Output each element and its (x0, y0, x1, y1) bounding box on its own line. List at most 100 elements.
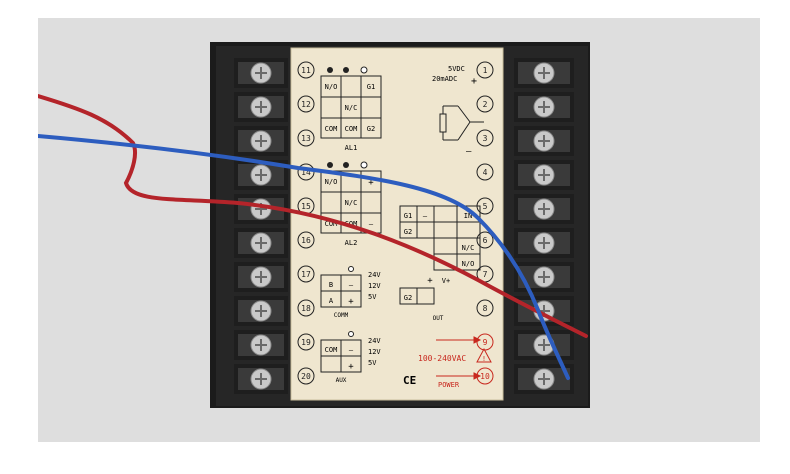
left-terminal-6 (234, 228, 288, 258)
left-terminal-label: 12 (301, 100, 311, 109)
left-terminal-5 (234, 194, 288, 224)
left-terminal-number: 16 (297, 231, 315, 249)
right-terminal-label: 3 (483, 134, 488, 143)
al1-led-dot-2 (343, 67, 349, 73)
warning-exclamation: ! (482, 355, 486, 363)
al2-plus-label: + (368, 178, 374, 188)
out-g1-label: G1 (404, 212, 412, 220)
comm-b-label: B (329, 281, 333, 289)
left-terminal-8 (234, 296, 288, 326)
power-arrow-top (436, 336, 482, 344)
aux-title: AUX (336, 377, 347, 384)
comm-plus-label: + (348, 297, 354, 307)
al2-nc-label: N/C (345, 199, 358, 207)
right-terminal-label: 5 (483, 202, 488, 211)
comm-24v-label: 24V (368, 271, 381, 279)
right-terminal-9 (514, 330, 574, 360)
thermocouple-symbol (439, 105, 484, 141)
out-block (399, 205, 481, 305)
right-terminal-label: 4 (483, 168, 488, 177)
out-minus-label: — (423, 212, 428, 220)
al1-led-dot-1 (327, 67, 333, 73)
right-terminal-6 (514, 228, 574, 258)
left-terminal-number: 19 (297, 333, 315, 351)
left-terminal-strip (234, 58, 288, 394)
right-terminal-label: 1 (483, 66, 488, 75)
out-vplus-label: V+ (442, 277, 450, 285)
left-terminal-label: 14 (301, 168, 311, 177)
comm-a-label: A (329, 297, 334, 305)
al1-led-dot-3 (360, 66, 368, 74)
ce-mark: CE (403, 374, 416, 387)
left-terminal-label: 16 (301, 236, 311, 245)
right-terminal-4 (514, 160, 574, 190)
out-no-label: N/O (462, 260, 475, 268)
right-terminal-label: 7 (483, 270, 488, 279)
al1-com-label-1: COM (325, 125, 338, 133)
aux-12v-label: 12V (368, 348, 381, 356)
blue-wire (38, 134, 570, 380)
left-terminal-1 (234, 58, 288, 88)
left-terminal-10 (234, 364, 288, 394)
aux-block (320, 339, 362, 373)
al1-g2-label: G2 (367, 125, 375, 133)
input-minus-label: — (466, 147, 472, 157)
aux-plus-label: + (348, 362, 354, 372)
right-terminal-number: 2 (476, 95, 494, 113)
aux-5v-label: 5V (368, 359, 377, 367)
right-terminal-label: 8 (483, 304, 488, 313)
out-g2-label-2: G2 (404, 294, 412, 302)
left-terminal-7 (234, 262, 288, 292)
power-voltage-label: 100-240VAC (418, 354, 466, 363)
power-title: POWER (438, 381, 460, 389)
left-terminal-label: 13 (301, 134, 311, 143)
left-terminal-label: 20 (301, 372, 311, 381)
left-terminal-number: 13 (297, 129, 315, 147)
al1-title: AL1 (345, 144, 358, 152)
al2-title: AL2 (345, 239, 358, 247)
al1-no-label: N/O (325, 83, 338, 91)
label-plate (290, 47, 504, 401)
left-terminal-2 (234, 92, 288, 122)
al2-led-dot-2 (343, 162, 349, 168)
left-terminal-9 (234, 330, 288, 360)
al1-com-label-2: COM (345, 125, 358, 133)
right-terminal-2 (514, 92, 574, 122)
left-terminal-number: 17 (297, 265, 315, 283)
right-terminal-7 (514, 262, 574, 292)
left-terminal-number: 20 (297, 367, 315, 385)
al2-minus-label: — (369, 220, 374, 228)
right-terminal-number: 4 (476, 163, 494, 181)
left-terminal-number: 12 (297, 95, 315, 113)
out-g2-label-1: G2 (404, 228, 412, 236)
left-terminal-number: 18 (297, 299, 315, 317)
right-terminal-label: 9 (483, 338, 488, 347)
left-terminal-label: 18 (301, 304, 311, 313)
left-terminal-label: 19 (301, 338, 311, 347)
right-terminal-5 (514, 194, 574, 224)
right-terminal-number: 7 (476, 265, 494, 283)
right-terminal-1 (514, 58, 574, 88)
warning-triangle-icon (476, 347, 492, 363)
al1-nc-label: N/C (345, 104, 358, 112)
comm-block (320, 274, 362, 308)
out-title: OUT (433, 315, 444, 322)
left-terminal-label: 15 (301, 202, 311, 211)
comm-5v-label: 5V (368, 293, 377, 301)
power-arrow-bottom (436, 372, 482, 380)
al2-block (320, 170, 382, 234)
right-terminal-number: 1 (476, 61, 494, 79)
al2-led-dot-1 (327, 162, 333, 168)
al2-no-label: N/O (325, 178, 338, 186)
aux-com-label: COM (325, 346, 338, 354)
right-terminal-label: 6 (483, 236, 488, 245)
left-terminal-number: 11 (297, 61, 315, 79)
aux-dot (348, 331, 354, 337)
comm-dot (348, 266, 354, 272)
right-terminal-strip (514, 58, 574, 394)
comm-title: COMM (334, 312, 349, 319)
right-terminal-number: 8 (476, 299, 494, 317)
right-terminal-3 (514, 126, 574, 156)
